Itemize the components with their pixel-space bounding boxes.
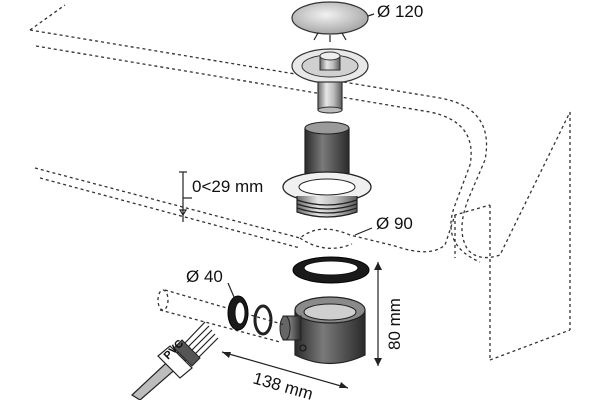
drain-body [282, 121, 372, 218]
pipe-diameter-label: Ø 40 [186, 267, 223, 286]
pvc-pipe [157, 289, 286, 343]
trap-height-dimension [374, 262, 382, 366]
glue-brush: PVC [131, 321, 219, 400]
cap-diameter-label: Ø 120 [377, 2, 423, 21]
o-ring [253, 304, 273, 336]
cap-leader-line [367, 13, 375, 17]
pipe-leader-line [227, 282, 235, 298]
drain-cap [291, 1, 369, 42]
strainer-flange [291, 48, 369, 114]
pipe-seal-ring [227, 295, 249, 331]
siphon-trap [279, 296, 366, 364]
hole-leader-line [354, 227, 373, 236]
trap-length-dimension [221, 351, 349, 389]
shower-tray-outline [29, 4, 571, 361]
height-range-dimension [178, 171, 192, 222]
trap-height-label: 80 mm [385, 298, 404, 350]
height-range-label: 0<29 mm [192, 177, 263, 196]
trap-length-label: 138 mm [251, 369, 315, 400]
rubber-gasket [292, 256, 370, 284]
hole-diameter-label: Ø 90 [376, 214, 413, 233]
